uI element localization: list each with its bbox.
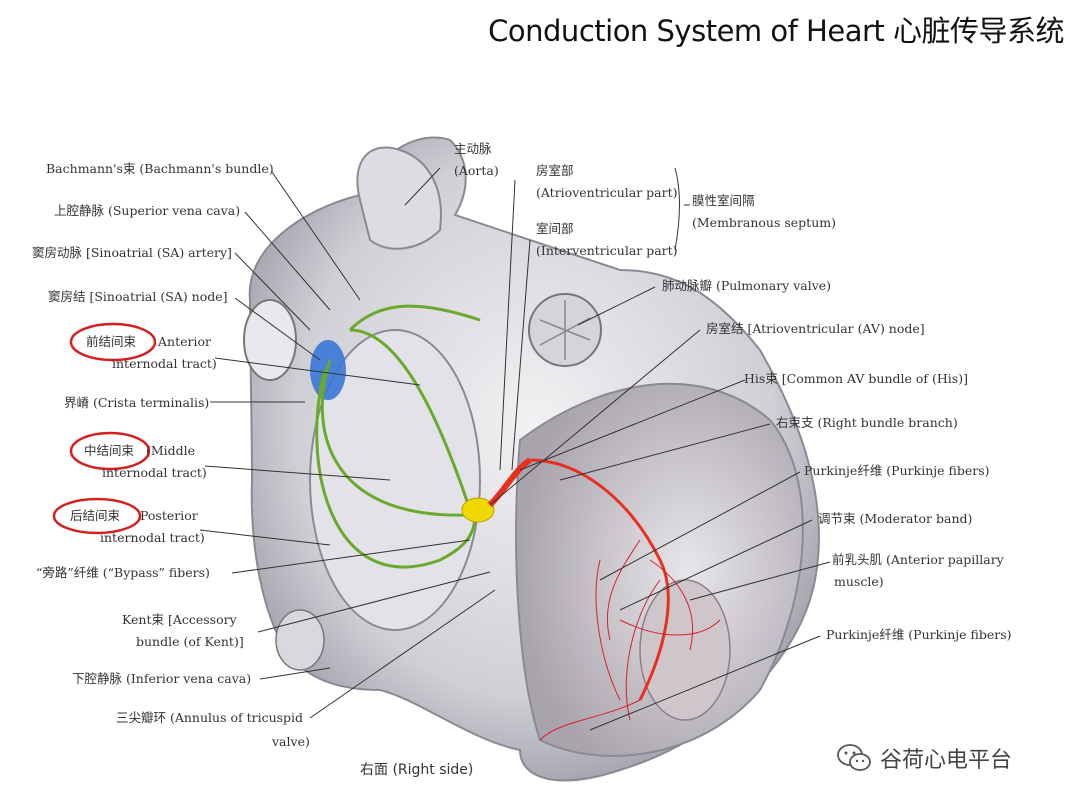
label-bypass: “旁路”纤维 (“Bypass” fibers) [36,565,210,580]
highlight-posterior [52,497,142,535]
label-aorta-zh: 主动脉 [454,141,492,156]
label-membranous-en: (Membranous septum) [692,215,836,230]
label-av-part-zh: 房室部 [536,163,574,178]
label-av-node: 房室结 [Atrioventricular (AV) node] [706,321,925,336]
label-tricuspid2: valve) [272,734,310,749]
label-posterior-en1: Posterior [140,508,198,523]
label-pulmonary: 肺动脉瓣 (Pulmonary valve) [662,278,832,293]
label-purkinje-2: Purkinje纤维 (Purkinje fibers) [826,627,1012,642]
label-papillary-2: muscle) [834,574,884,589]
label-sa-node: 窦房结 [Sinoatrial (SA) node] [48,289,228,304]
label-kent2: bundle (of Kent)] [136,634,244,649]
label-purkinje-1: Purkinje纤维 (Purkinje fibers) [804,463,990,478]
label-kent1: Kent束 [Accessory [122,612,237,627]
label-his: His束 [Common AV bundle of (His)] [744,371,968,386]
diagram-title: Conduction System of Heart 心脏传导系统 [488,14,1064,48]
label-svc: 上腔静脉 (Superior vena cava) [54,203,241,218]
label-iv-part-zh: 室间部 [536,221,574,236]
label-anterior-en1: Anterior [158,334,211,349]
label-iv-part-en: (Interventricular part) [536,243,678,258]
label-middle-en2: internodal tract) [102,465,207,480]
label-middle-zh: 中结间束 [84,443,135,458]
label-papillary-1: 前乳头肌 (Anterior papillary [832,552,1004,567]
leader-lines [199,167,831,731]
watermark: 谷荷心电平台 [836,742,1012,774]
highlight-circles [52,322,157,535]
his-bundle [487,457,670,701]
internodal-tracts [315,304,481,569]
label-anterior-en2: internodal tract) [112,356,217,371]
label-crista: 界嵴 (Crista terminalis) [64,395,210,410]
watermark-text: 谷荷心电平台 [880,748,1013,773]
purkinje-network [539,539,721,741]
label-av-part-en: (Atrioventricular part) [536,185,678,200]
label-moderator: 调节束 (Moderator band) [818,511,973,526]
av-node-shape [461,497,495,523]
label-membranous-zh: 膜性室间隔 [692,193,755,208]
label-bachmann: Bachmann's束 (Bachmann's bundle) [46,161,274,176]
label-tricuspid1: 三尖瓣环 (Annulus of tricuspid [116,710,304,725]
label-rbb: 右束支 (Right bundle branch) [776,415,958,430]
label-posterior-en2: internodal tract) [100,530,205,545]
label-aorta-en: (Aorta) [454,163,499,178]
label-anterior-zh: 前结间束 [86,334,137,349]
label-middle-en1: (Middle [146,443,196,458]
label-sa-artery: 窦房动脉 [Sinoatrial (SA) artery] [32,245,232,260]
highlight-anterior [69,322,157,362]
label-posterior-zh: 后结间束 [70,508,121,523]
label-right-side: 右面 (Right side) [360,762,474,778]
wechat-icon [837,744,871,771]
highlight-middle [69,431,151,471]
label-ivc: 下腔静脉 (Inferior vena cava) [72,671,252,686]
